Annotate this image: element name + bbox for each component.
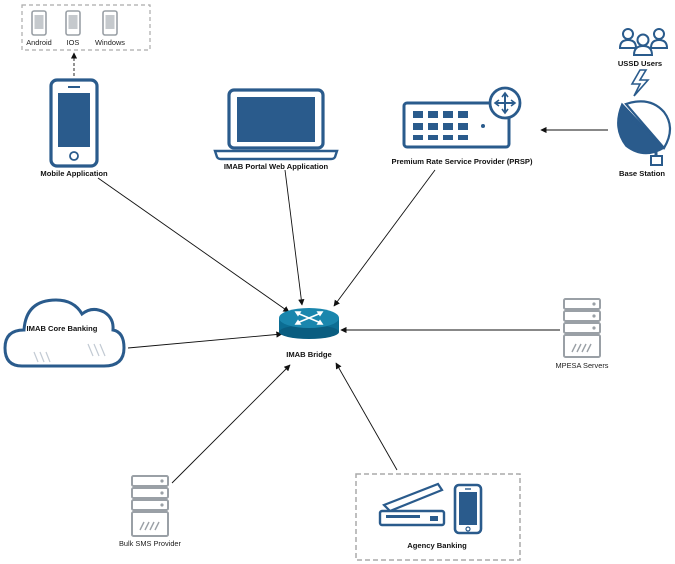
platforms-dashed-box (21, 4, 151, 51)
mpesa-servers-node[interactable]: MPESA Servers (556, 298, 609, 370)
prsp-label: Premium Rate Service Provider (PRSP) (392, 157, 533, 166)
core-banking-label: IMAB Core Banking (27, 324, 98, 333)
satellite-dish-icon (617, 100, 672, 166)
lightning-icon (630, 69, 650, 97)
edge-agency-to-bridge (335, 362, 398, 471)
laptop-icon (213, 88, 339, 161)
mpesa-servers-label: MPESA Servers (556, 361, 609, 370)
android-label: Android (26, 38, 51, 47)
android-phone-icon (31, 10, 47, 36)
cloud-icon (3, 298, 126, 368)
ussd-users-label: USSD Users (618, 59, 662, 68)
bulk-sms-provider-label: Bulk SMS Provider (119, 539, 182, 548)
network-switch-icon (402, 86, 522, 149)
server-rack-icon (563, 298, 601, 358)
windows-phone-icon (102, 10, 118, 36)
edge-prsp-to-bridge (333, 169, 436, 307)
prsp-node[interactable]: Premium Rate Service Provider (PRSP) (392, 86, 533, 166)
ios-phone-icon (65, 10, 81, 36)
windows-label: Windows (95, 38, 125, 47)
agency-banking-label: Agency Banking (407, 541, 467, 550)
smartphone-icon (49, 78, 99, 168)
ios-label: IOS (67, 38, 80, 47)
edge-core-to-bridge (127, 331, 283, 349)
core-banking-node[interactable]: IMAB Core Banking (3, 298, 126, 368)
mobile-application-label: Mobile Application (40, 169, 108, 178)
bulk-sms-provider-node[interactable]: Bulk SMS Provider (119, 475, 182, 548)
edge-portal-to-bridge (284, 169, 305, 306)
platforms-group: Android IOS Windows (21, 4, 151, 51)
portal-web-application-node[interactable]: IMAB Portal Web Application (213, 88, 339, 171)
edge-sms-to-bridge (171, 364, 291, 484)
mobile-application-node[interactable]: Mobile Application (40, 78, 108, 178)
base-station-node[interactable]: Base Station (617, 100, 672, 178)
ussd-users-node[interactable]: USSD Users (618, 28, 669, 97)
scanner-icon (378, 482, 446, 527)
imab-bridge-label: IMAB Bridge (286, 350, 332, 359)
users-group-icon (618, 28, 669, 56)
agency-banking-node[interactable]: Agency Banking (355, 473, 521, 561)
edges (70, 52, 608, 484)
edge-mobile-to-bridge (97, 177, 290, 313)
server-rack-icon (131, 475, 169, 537)
smartphone-icon (453, 483, 483, 535)
router-icon (279, 308, 339, 339)
agency-banking-dashed-box (355, 473, 521, 561)
base-station-label: Base Station (619, 169, 665, 178)
imab-bridge-node[interactable]: IMAB Bridge (279, 308, 339, 359)
portal-web-application-label: IMAB Portal Web Application (224, 162, 329, 171)
